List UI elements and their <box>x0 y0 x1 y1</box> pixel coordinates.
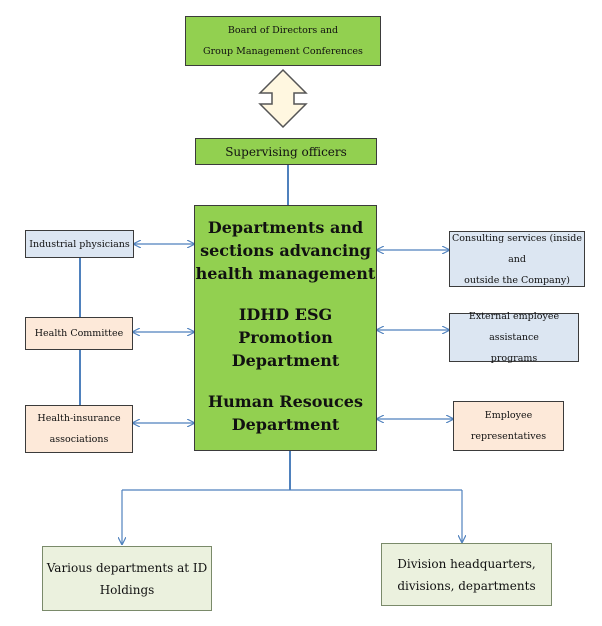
employee-representatives-box: Employee representatives <box>453 401 564 451</box>
various-departments-box: Various departments at ID Holdings <box>42 546 212 611</box>
division-line1: Division headquarters, <box>397 556 536 571</box>
main-line: health management <box>195 264 376 283</box>
division-line2: divisions, departments <box>397 578 536 593</box>
main-block-hr: Human Resouces Department <box>208 390 363 436</box>
division-headquarters-box: Division headquarters, divisions, depart… <box>381 543 552 606</box>
employee-line2: representatives <box>470 431 547 442</box>
supervising-label: Supervising officers <box>225 144 347 159</box>
board-box: Board of Directors and Group Management … <box>185 16 381 66</box>
main-line: IDHD ESG Promotion <box>238 305 333 347</box>
external-line2: programs <box>490 353 538 364</box>
external-assistance-box: External employee assistance programs <box>449 311 579 364</box>
consulting-line2: outside the Company) <box>464 274 570 286</box>
health-insurance-box: Health-insurance associations <box>25 405 133 453</box>
various-line2: Holdings <box>99 582 155 597</box>
board-line1: Board of Directors and <box>227 25 339 36</box>
main-box: Departments and sections advancing healt… <box>194 205 377 451</box>
industrial-physicians-label: Industrial physicians <box>29 238 130 250</box>
main-line: Human Resouces <box>208 392 363 411</box>
double-arrow-icon <box>258 68 308 129</box>
health-insurance-line2: associations <box>49 434 109 445</box>
main-line: Department <box>231 415 340 434</box>
health-committee-box: Health Committee <box>25 317 133 350</box>
health-committee-label: Health Committee <box>34 328 124 339</box>
board-line2: Group Management Conferences <box>203 46 363 57</box>
main-block-health: Departments and sections advancing healt… <box>196 216 376 285</box>
supervising-box: Supervising officers <box>195 138 377 165</box>
industrial-physicians-box: Industrial physicians <box>25 230 134 258</box>
health-insurance-line1: Health-insurance <box>37 413 121 424</box>
consulting-box: Consulting services (inside and outside … <box>449 231 585 287</box>
main-line: Department <box>231 351 340 370</box>
main-block-esg: IDHD ESG Promotion Department <box>195 303 376 372</box>
main-line: sections advancing <box>200 241 371 260</box>
external-line1: External employee assistance <box>468 311 560 343</box>
various-line1: Various departments at ID <box>46 560 208 575</box>
consulting-line1: Consulting services (inside and <box>452 232 582 265</box>
employee-line1: Employee <box>484 410 533 421</box>
main-line: Departments and <box>207 218 364 237</box>
